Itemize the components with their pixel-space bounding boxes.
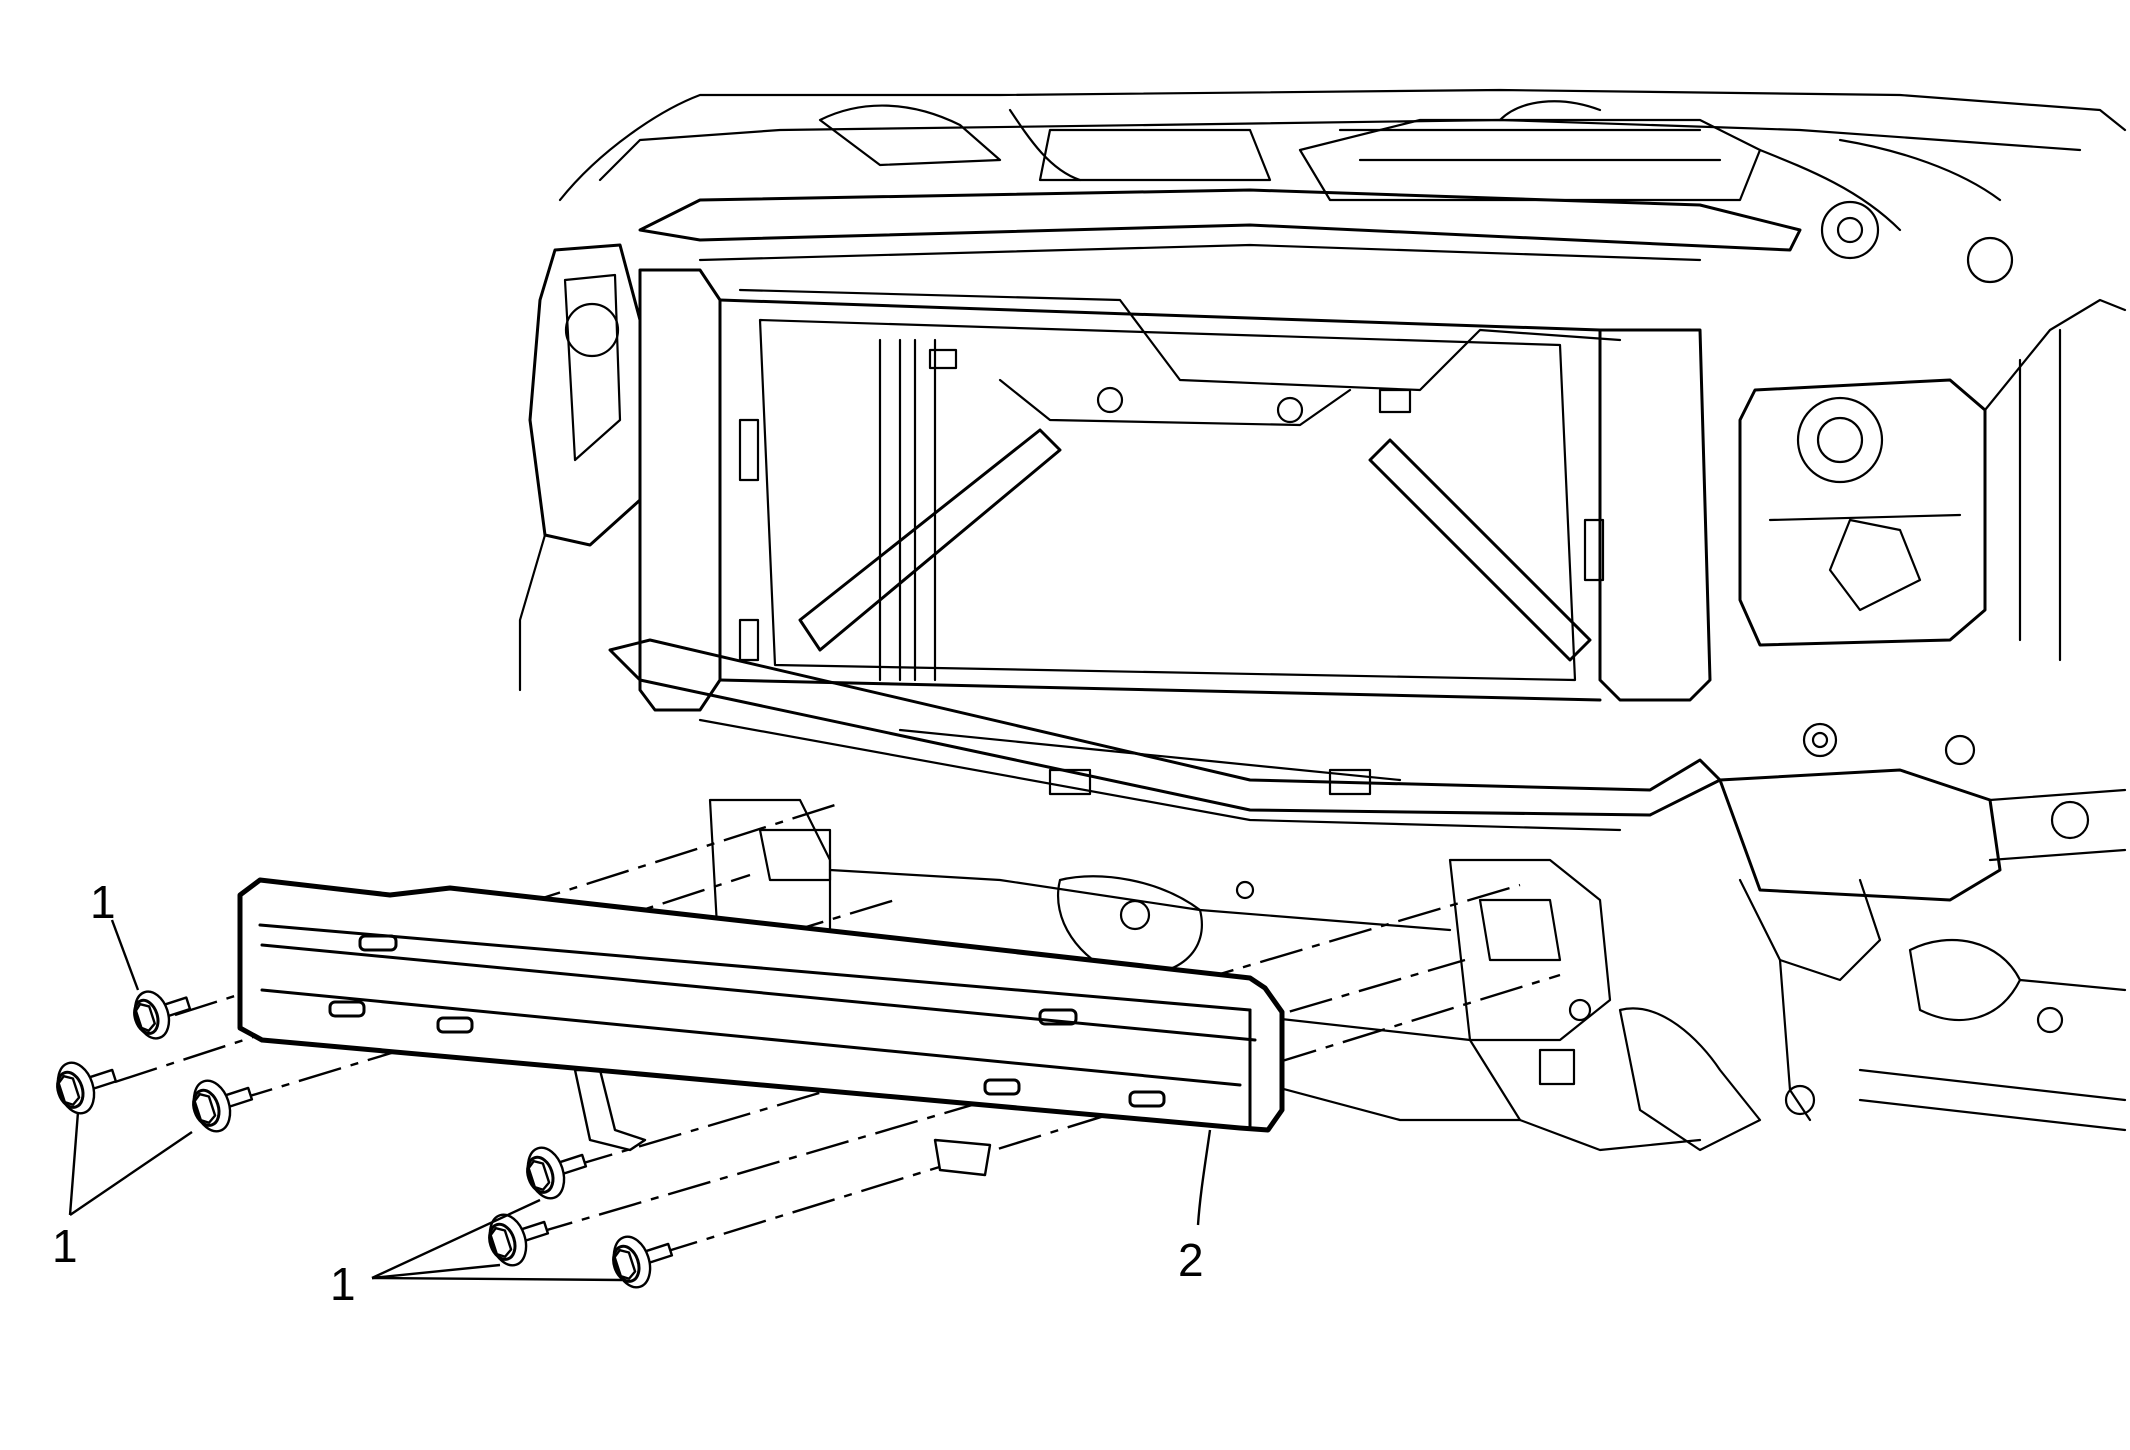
callout-bolt-right-group: 1 bbox=[330, 1258, 356, 1310]
callout-leaders bbox=[68, 919, 1212, 1282]
callout-impact-bar: 2 bbox=[1178, 1234, 1204, 1286]
callout-bolt-left-group: 1 bbox=[52, 1220, 78, 1272]
flange-bolt-icon bbox=[56, 990, 674, 1289]
callout-bolt-top-left: 1 bbox=[90, 876, 116, 928]
bumper-impact-bar bbox=[237, 877, 1285, 1177]
